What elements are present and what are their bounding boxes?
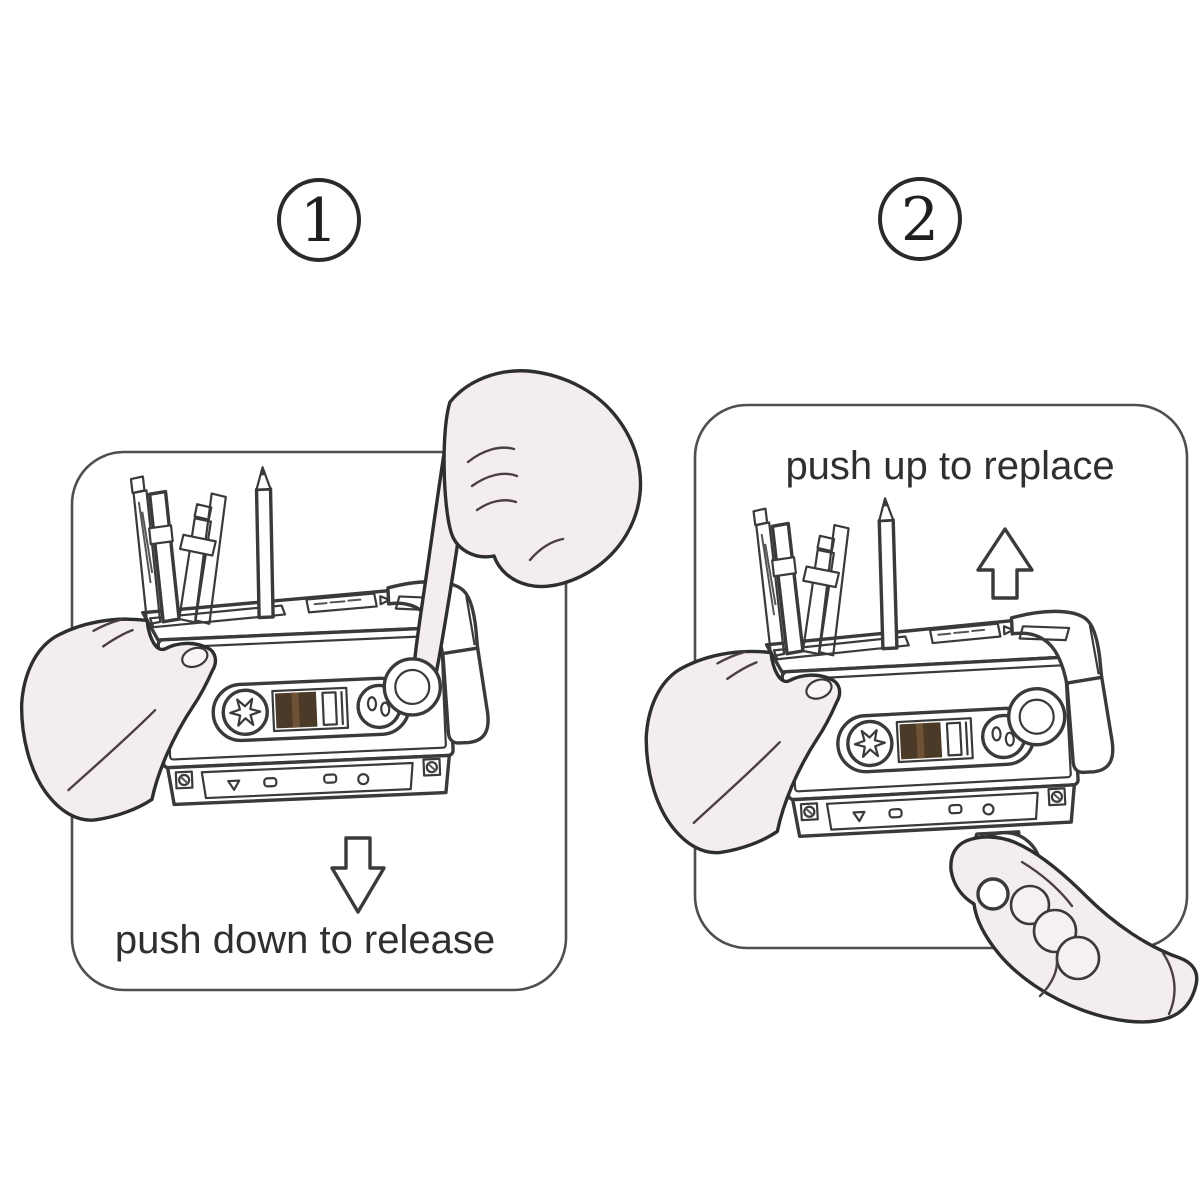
roll-axle-knob	[976, 877, 1010, 911]
step1-illustration: push down to release	[16, 369, 643, 962]
circled-number-2-icon	[878, 177, 962, 261]
cassette-1-roller-ring	[381, 656, 444, 718]
step1-caption: push down to release	[115, 918, 495, 962]
right-hand-gripping-roll	[949, 835, 1199, 1024]
right-hand-pressing	[411, 369, 643, 698]
step2-caption: push up to replace	[785, 444, 1114, 488]
knuckle	[1009, 884, 1051, 926]
wrist-cuff-line	[1161, 951, 1176, 1016]
finger-crease	[1038, 956, 1059, 998]
fist-outline	[442, 369, 643, 589]
down-arrow-icon	[330, 836, 386, 914]
step1-badge: 1	[277, 178, 361, 262]
cassette-organizer-2	[639, 496, 1116, 909]
up-arrow-icon	[976, 527, 1034, 600]
thumb-line	[1020, 860, 1074, 908]
step2-illustration: push up to replace	[639, 444, 1199, 1024]
step2-badge: 2	[878, 177, 962, 261]
circled-number-1-icon	[277, 178, 361, 262]
step1-number: 1	[300, 186, 338, 256]
curled-finger-lines	[466, 446, 565, 562]
step2-number: 2	[901, 185, 939, 255]
knuckle	[1055, 935, 1101, 981]
